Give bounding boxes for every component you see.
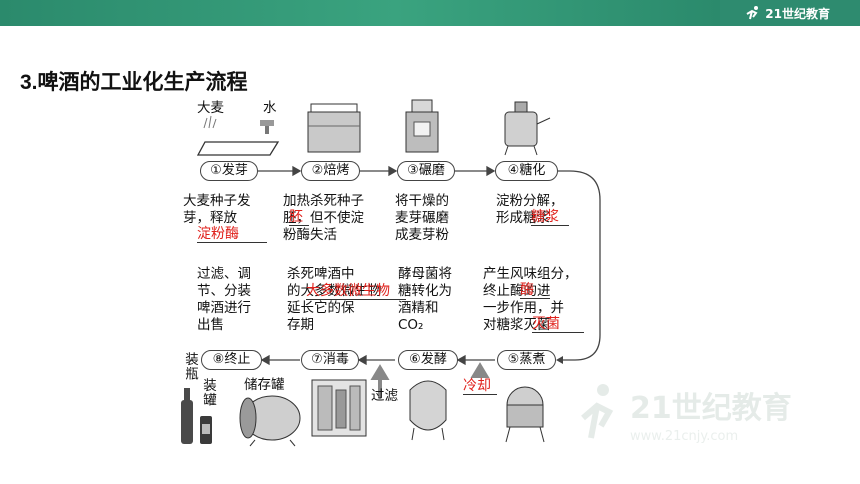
stage-4-description: 淀粉分解， 形成糖浆 (496, 193, 564, 226)
stage-3-box: ③碾磨 (397, 161, 455, 181)
fermentation-tank-illustration (409, 380, 447, 441)
stage-4-box: ④糖化 (495, 161, 558, 181)
watermark-url: www.21cnjy.com (630, 429, 738, 444)
kiln-tank-illustration (307, 103, 361, 153)
stage-3-description: 将干燥的 麦芽碾磨 成麦芽粉 (395, 193, 449, 243)
stage-8-box: ⑧终止 (201, 350, 262, 370)
watermark-logo: 21世纪教育 www.21cnjy.com (575, 378, 825, 448)
answer-most-microbes: 大多数微生物 (306, 283, 406, 300)
header-bar: 21世纪教育 (0, 0, 860, 26)
page-title: 3.啤酒的工业化生产流程 (20, 71, 248, 94)
answer-cooling: 冷却 (463, 378, 497, 395)
boiling-kettle-illustration (505, 386, 545, 443)
bottle-can-illustration (181, 388, 212, 444)
stage-8-description: 过滤、调 节、分装 啤酒进行 出售 (197, 266, 251, 333)
filter-label: 过滤 (371, 388, 398, 404)
stage-6-description: 酵母菌将 糖转化为 酒精和 CO₂ (398, 266, 452, 333)
stage-1-box: ①发芽 (200, 161, 258, 181)
site-logo[interactable]: 21世纪教育 (744, 3, 830, 23)
stage-1-description: 大麦种子发 芽，释放 (183, 193, 251, 226)
watermark-runner-icon: 21世纪教育 www.21cnjy.com (581, 384, 792, 444)
connector-4-5 (558, 170, 601, 361)
stage-5-description: 产生风味组分， 终止酶的进 一步作用，并 对糖浆灭菌 (483, 266, 578, 333)
water-label: 水 (263, 100, 277, 116)
answer-sterilize: 灭菌 (532, 316, 584, 333)
stage-6-box: ⑥发酵 (398, 350, 458, 370)
sterilizer-illustration (311, 379, 367, 437)
storage-tank-label: 储存罐 (244, 377, 285, 393)
malting-tray-illustration (196, 115, 280, 156)
answer-amylase: 淀粉酶 (197, 226, 267, 243)
barley-label: 大麦 (197, 100, 224, 116)
mill-illustration (405, 99, 439, 153)
runner-icon (746, 6, 759, 20)
stage-2-description: 加热杀死种子 胚，但不使淀 粉酶失活 (283, 193, 364, 243)
stage-2-box: ②焙烤 (301, 161, 360, 181)
saccharification-tank-illustration (504, 101, 551, 156)
storage-tank-illustration (239, 395, 301, 447)
can-label: 装罐 (200, 378, 216, 407)
stage-7-box: ⑦消毒 (301, 350, 359, 370)
stage-7-description: 杀死啤酒中 的大多数微生物 延长它的保 存期 (287, 266, 382, 333)
answer-embryo: 胚 (289, 209, 309, 226)
answer-syrup: 糖浆 (531, 209, 569, 226)
header-stripe (0, 0, 720, 26)
answer-enzyme: 酶 (520, 282, 550, 299)
watermark-text: 21世纪教育 (630, 391, 792, 426)
logo-text: 21世纪教育 (765, 6, 830, 21)
stage-5-box: ⑤蒸煮 (497, 350, 556, 370)
bottle-label: 装瓶 (182, 352, 198, 381)
